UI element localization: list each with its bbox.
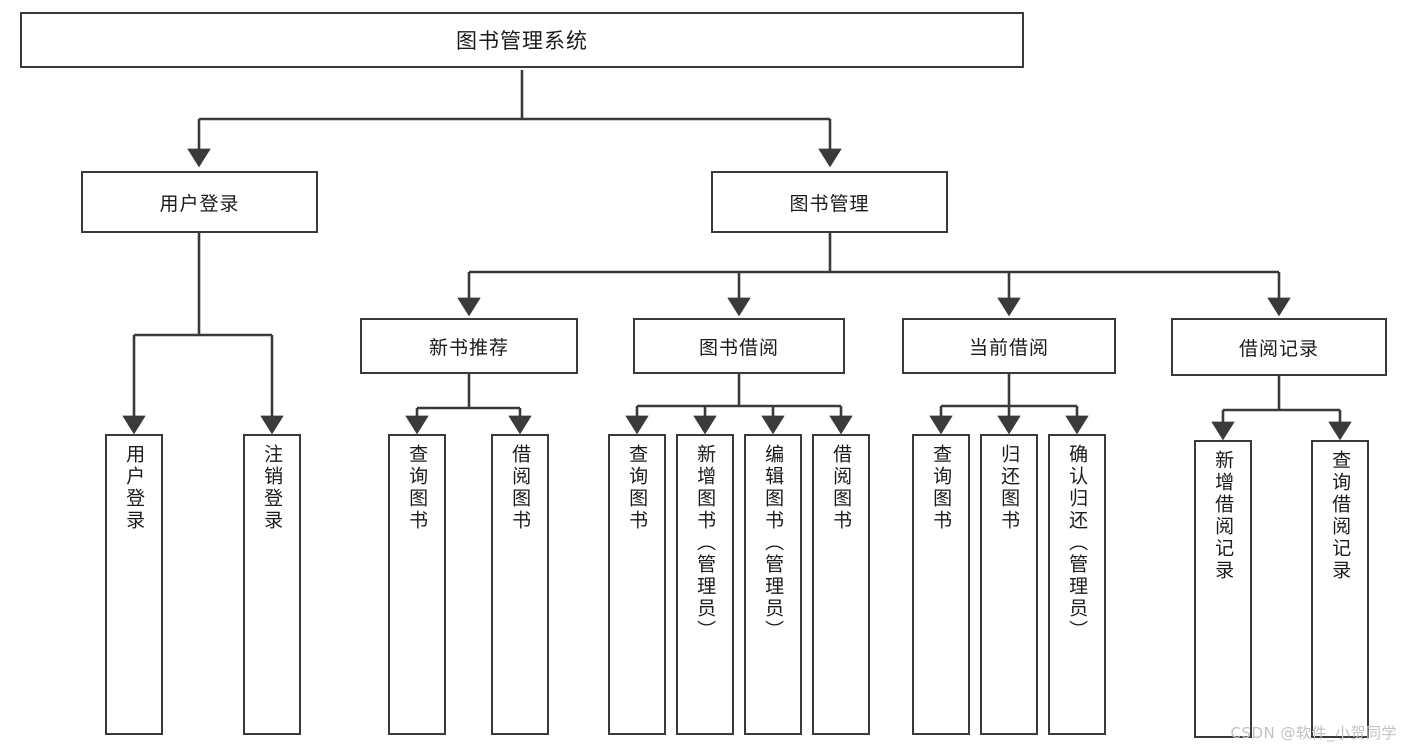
leaf-logout-label: 注销登录 [261, 444, 284, 532]
node-user-login[interactable]: 用户登录 [81, 171, 318, 233]
leaf-add-book-admin-label: 新增图书（管理员） [694, 444, 717, 642]
node-user-login-label: 用户登录 [159, 192, 240, 215]
node-current-borrow-label: 当前借阅 [968, 336, 1049, 359]
leaf-query-book-borrow[interactable]: 查询图书 [608, 434, 666, 735]
leaf-edit-book-admin[interactable]: 编辑图书（管理员） [744, 434, 802, 735]
leaf-confirm-return-admin-label: 确认归还（管理员） [1066, 444, 1089, 642]
leaf-query-book-current[interactable]: 查询图书 [912, 434, 970, 735]
leaf-return-book-label: 归还图书 [998, 444, 1021, 532]
leaf-borrow-book-label: 借阅图书 [830, 444, 853, 532]
node-book-management-label: 图书管理 [789, 192, 870, 215]
node-new-book-recommend-label: 新书推荐 [428, 336, 509, 359]
node-new-book-recommend[interactable]: 新书推荐 [360, 318, 578, 374]
leaf-confirm-return-admin[interactable]: 确认归还（管理员） [1048, 434, 1106, 735]
leaf-query-book-current-label: 查询图书 [930, 444, 953, 532]
node-borrow-records-label: 借阅记录 [1238, 337, 1319, 360]
node-book-management[interactable]: 图书管理 [711, 171, 948, 233]
leaf-query-book-borrow-label: 查询图书 [626, 444, 649, 532]
leaf-edit-book-admin-label: 编辑图书（管理员） [762, 444, 785, 642]
leaf-query-borrow-record-label: 查询借阅记录 [1329, 450, 1352, 582]
leaf-borrow-book-new[interactable]: 借阅图书 [491, 434, 549, 735]
node-root-label: 图书管理系统 [456, 29, 588, 53]
node-borrow-records[interactable]: 借阅记录 [1171, 318, 1387, 376]
node-root[interactable]: 图书管理系统 [20, 12, 1024, 68]
leaf-user-login[interactable]: 用户登录 [105, 434, 163, 735]
leaf-query-borrow-record[interactable]: 查询借阅记录 [1311, 440, 1369, 738]
node-current-borrow[interactable]: 当前借阅 [902, 318, 1116, 374]
leaf-user-login-label: 用户登录 [123, 444, 146, 532]
csdn-watermark: CSDN @软件_小贺同学 [1230, 724, 1397, 742]
leaf-borrow-book[interactable]: 借阅图书 [812, 434, 870, 735]
leaf-logout[interactable]: 注销登录 [243, 434, 301, 735]
leaf-query-book-new[interactable]: 查询图书 [388, 434, 446, 735]
node-book-borrow[interactable]: 图书借阅 [633, 318, 845, 374]
leaf-add-book-admin[interactable]: 新增图书（管理员） [676, 434, 734, 735]
leaf-borrow-book-new-label: 借阅图书 [509, 444, 532, 532]
leaf-add-borrow-record[interactable]: 新增借阅记录 [1194, 440, 1252, 738]
leaf-return-book[interactable]: 归还图书 [980, 434, 1038, 735]
leaf-add-borrow-record-label: 新增借阅记录 [1212, 450, 1235, 582]
node-book-borrow-label: 图书借阅 [698, 336, 779, 359]
leaf-query-book-new-label: 查询图书 [406, 444, 429, 532]
